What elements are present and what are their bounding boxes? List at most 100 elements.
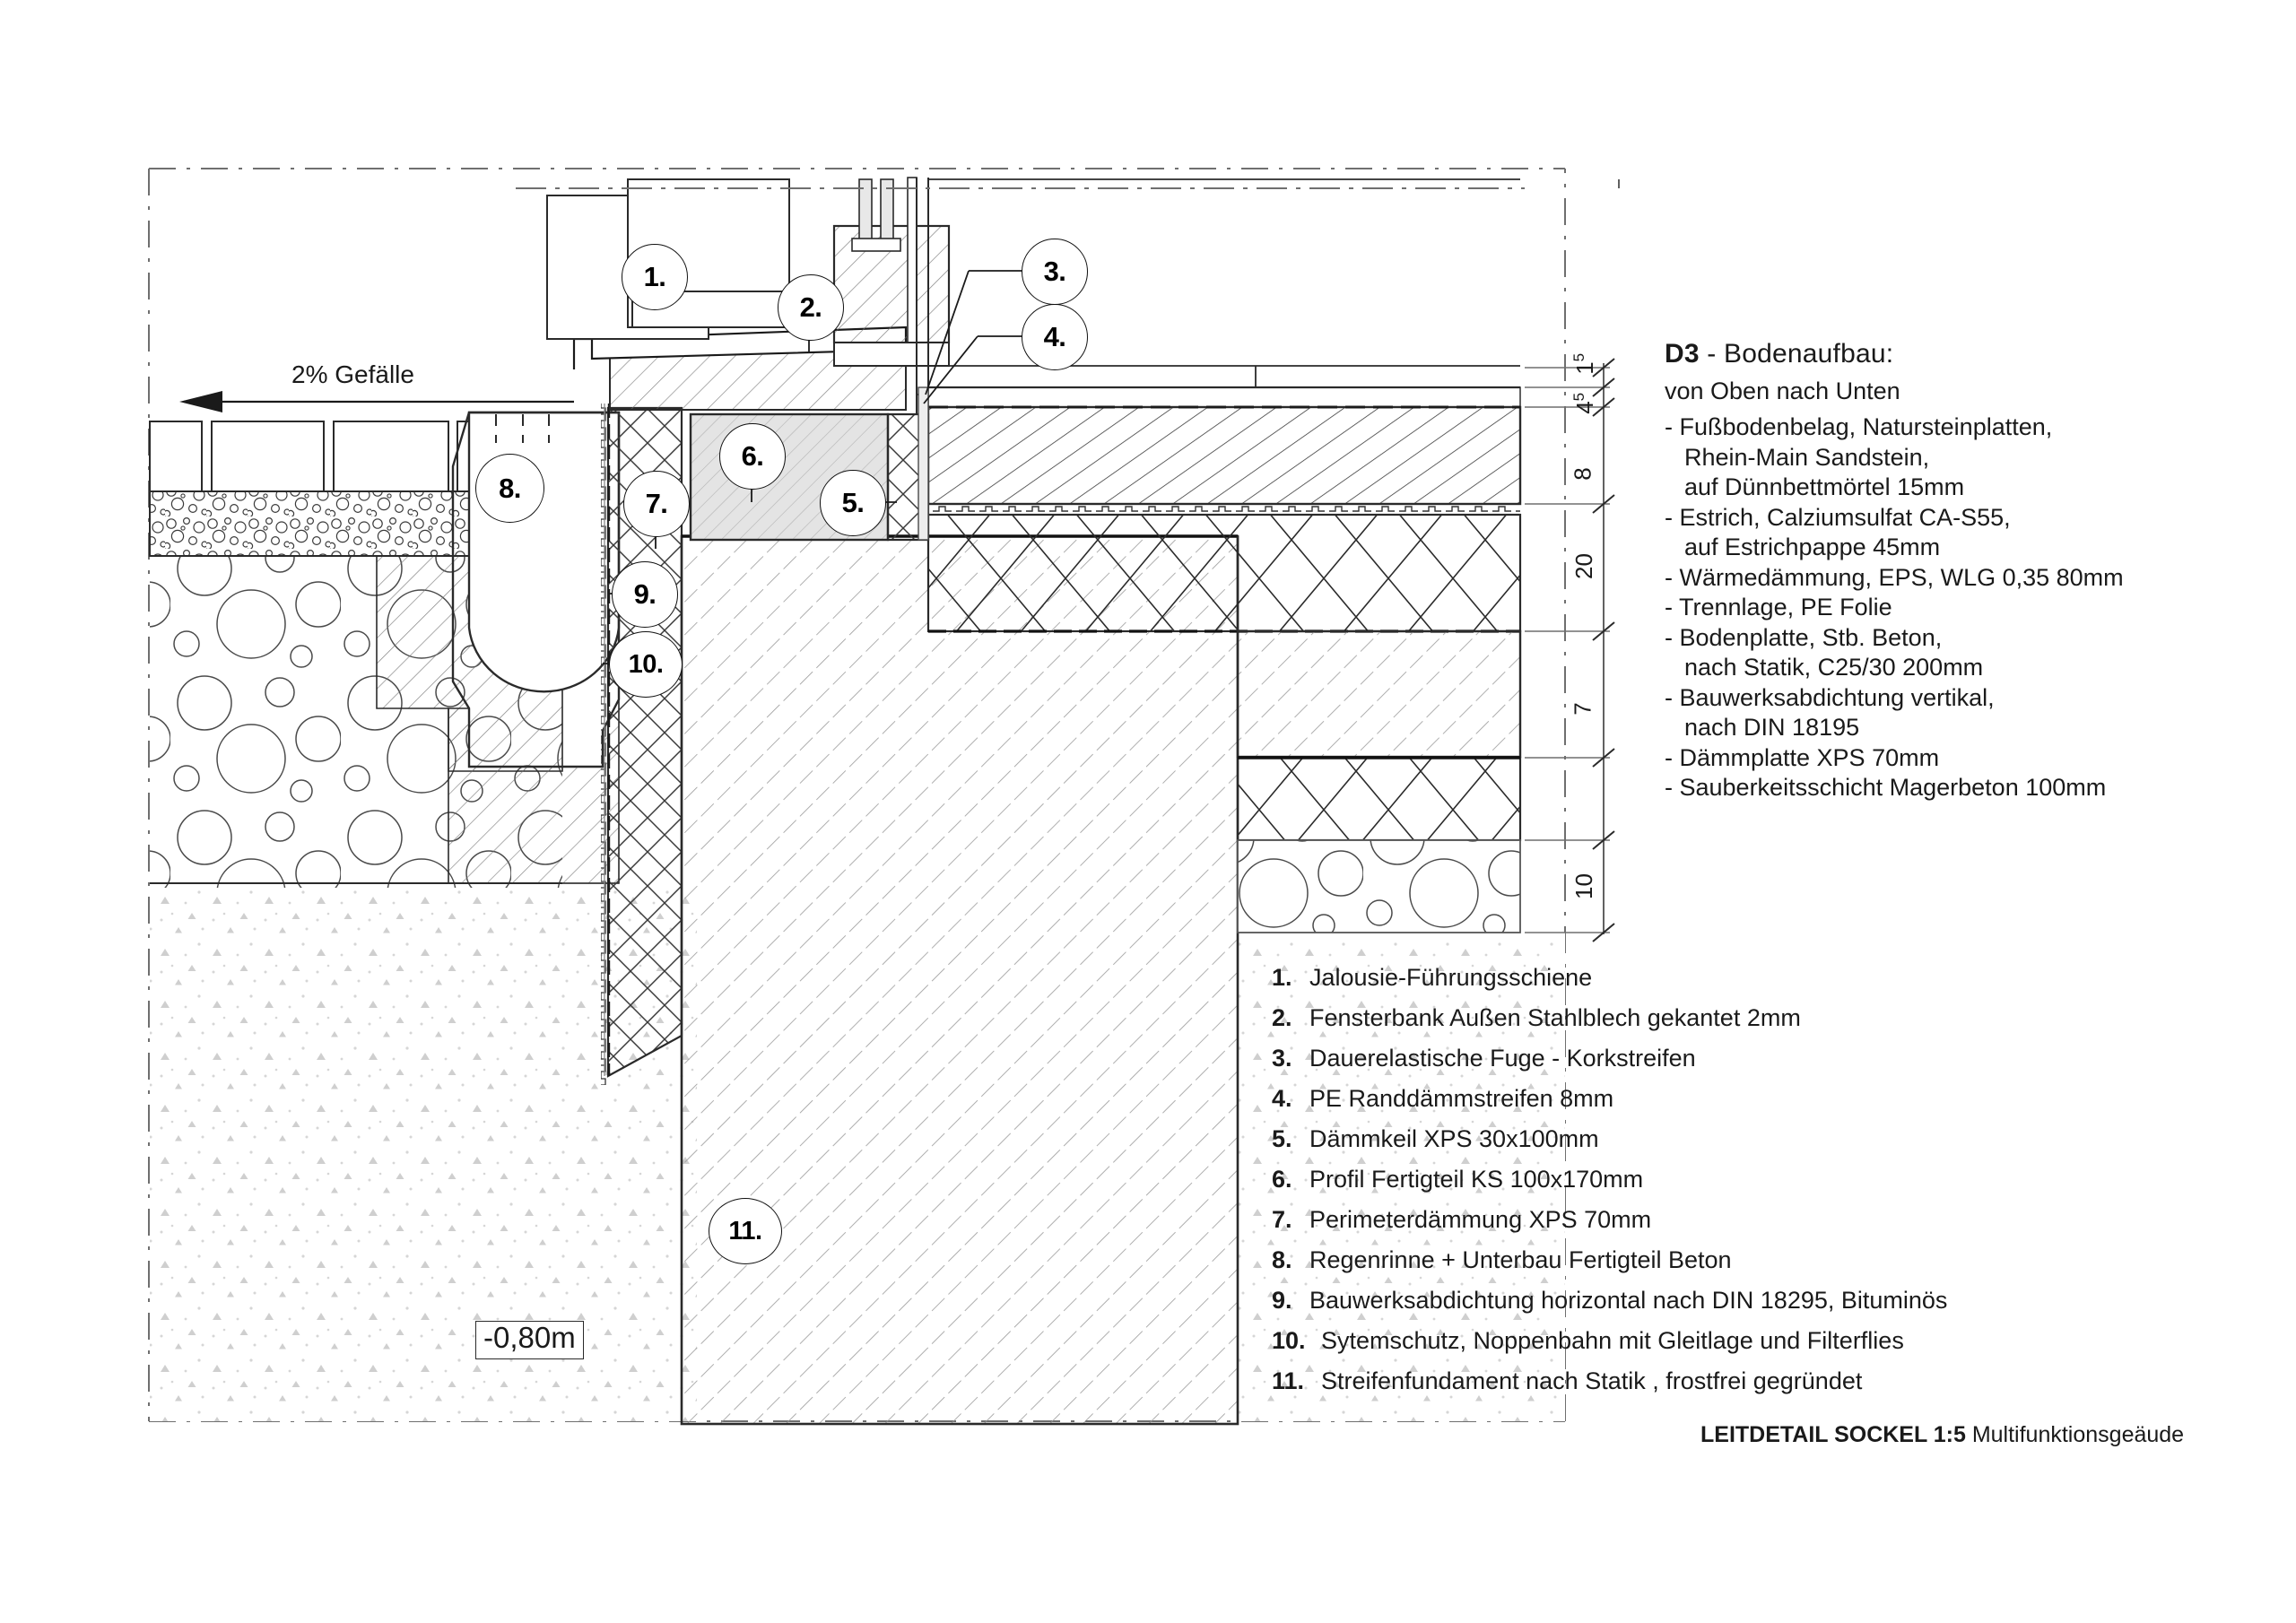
dim-main: 1 [1570,361,1598,375]
legend-number: 1. [1272,964,1292,991]
callout-bubble-2[interactable]: 2. [778,274,844,341]
slope-label: 2% Gefälle [291,360,414,389]
spec-layer: Rhein-Main Sandstein, [1684,443,1930,471]
lean-concrete-layer [1237,839,1521,933]
legend-number: 2. [1272,1004,1292,1031]
callout-bubble-7[interactable]: 7. [623,471,690,537]
pe-edge-strip [918,386,929,541]
legend-item[interactable]: 3. Dauerelastische Fuge - Korkstreifen [1272,1038,1947,1079]
legend-text: Profil Fertigteil KS 100x170mm [1309,1166,1644,1193]
slope-text: 2% Gefälle [291,360,414,388]
callout-bubble-6[interactable]: 6. [719,423,786,490]
callout-bubble-8[interactable]: 8. [475,454,544,523]
dimple-membrane-layer [599,404,611,1085]
callout-label: 3. [1043,256,1066,287]
callout-label: 5. [841,487,865,518]
spec-layer: - Sauberkeitsschicht Magerbeton 100mm [1665,774,2107,801]
spec-layer: auf Dünnbettmörtel 15mm [1684,473,1965,500]
callout-bubble-4[interactable]: 4. [1022,304,1088,370]
legend-item[interactable]: 7. Perimeterdämmung XPS 70mm [1272,1200,1947,1240]
dim-main: 8 [1569,467,1596,481]
dim-main: 7 [1569,702,1596,716]
legend-list: 1. Jalousie-Führungsschiene 2. Fensterba… [1272,958,1947,1402]
dimension-label-3: 8 [1570,467,1597,480]
footer-bold: LEITDETAIL SOCKEL 1:5 [1700,1422,1966,1447]
level-marker-box: -0,80m [475,1321,584,1359]
dim-main: 20 [1570,553,1597,579]
legend-item[interactable]: 1. Jalousie-Führungsschiene [1272,958,1947,998]
spec-title-sep: - [1699,339,1725,369]
slope-arrow [179,391,574,412]
spec-layer-list: - Fußbodenbelag, Natursteinplatten, Rhei… [1665,412,2124,803]
dimension-label-4: 20 [1570,553,1598,579]
legend-number: 9. [1272,1287,1292,1314]
legend-number: 5. [1272,1125,1292,1152]
spec-layer: - Estrich, Calziumsulfat CA-S55, [1665,503,2011,531]
footer-title: LEITDETAIL SOCKEL 1:5 Multifunktionsgeäu… [1700,1422,2184,1448]
floor-concrete-slab-right [1236,536,1522,759]
legend-text: Regenrinne + Unterbau Fertigteil Beton [1309,1246,1732,1273]
spec-layer: - Wärmedämmung, EPS, WLG 0,35 80mm [1665,563,2124,591]
spec-title-text: Bodenaufbau: [1724,339,1894,369]
callout-label: 11. [728,1216,762,1245]
callout-bubble-9[interactable]: 9. [612,561,678,628]
spec-title: D3 - Bodenaufbau: [1665,339,2124,369]
xps-plate-below-slab [1236,756,1522,842]
callout-bubble-5[interactable]: 5. [820,470,886,536]
callout-label: 6. [741,440,764,472]
floor-pe-foil [928,504,1520,516]
spec-layer: nach Statik, C25/30 200mm [1684,654,1984,681]
dimension-label-2: 45 [1570,393,1599,414]
legend-number: 8. [1272,1246,1292,1273]
spec-layer: - Trennlage, PE Folie [1665,594,1892,621]
footer-light: Multifunktionsgeäude [1965,1422,2185,1447]
callout-bubble-10[interactable]: 10. [609,631,683,698]
dimension-chain [1525,358,1615,942]
callout-label: 1. [643,261,666,292]
strip-foundation-concrete [680,534,1239,1426]
callout-bubble-11[interactable]: 11. [709,1198,782,1264]
legend-item[interactable]: 4. PE Randdämmstreifen 8mm [1272,1079,1947,1119]
floor-natural-stone [927,386,1521,408]
legend-text: Perimeterdämmung XPS 70mm [1309,1206,1652,1233]
legend-number: 11. [1272,1367,1305,1394]
legend-number: 6. [1272,1166,1292,1193]
window-frame-glazing [832,177,951,367]
spec-layer: - Dämmplatte XPS 70mm [1665,743,1940,771]
legend-item[interactable]: 6. Profil Fertigteil KS 100x170mm [1272,1159,1947,1200]
spec-block: D3 - Bodenaufbau: von Oben nach Unten - … [1665,339,2124,803]
legend-text: Sytemschutz, Noppenbahn mit Gleitlage un… [1321,1327,1904,1354]
legend-item[interactable]: 10. Sytemschutz, Noppenbahn mit Gleitlag… [1272,1321,1947,1361]
spec-layer: - Bauwerksabdichtung vertikal, [1665,683,1995,711]
dimension-label-5: 7 [1570,702,1597,715]
spec-layer: nach DIN 18195 [1684,714,1860,741]
callout-bubble-3[interactable]: 3. [1022,239,1088,305]
spec-layer: - Bodenplatte, Stb. Beton, [1665,623,1943,651]
legend-item[interactable]: 8. Regenrinne + Unterbau Fertigteil Beto… [1272,1240,1947,1280]
dimension-label-6: 10 [1570,873,1598,899]
legend-number: 7. [1272,1206,1292,1233]
legend-number: 3. [1272,1045,1292,1072]
dim-sup: 5 [1570,392,1588,402]
spec-layer: auf Estrichpappe 45mm [1684,534,1941,560]
dimension-label-1: 15 [1570,353,1599,375]
legend-item[interactable]: 11. Streifenfundament nach Statik , fros… [1272,1361,1947,1402]
legend-item[interactable]: 5. Dämmkeil XPS 30x100mm [1272,1119,1947,1159]
callout-bubble-1[interactable]: 1. [622,244,688,310]
spec-layer: - Fußbodenbelag, Natursteinplatten, [1665,413,2053,440]
dim-main: 4 [1570,401,1598,414]
legend-text: Dauerelastische Fuge - Korkstreifen [1309,1045,1696,1072]
legend-text: Dämmkeil XPS 30x100mm [1309,1125,1599,1152]
legend-text: Jalousie-Führungsschiene [1309,964,1593,991]
floor-screed [926,405,1522,506]
dim-main: 10 [1570,873,1597,899]
legend-item[interactable]: 9. Bauwerksabdichtung horizontal nach DI… [1272,1280,1947,1321]
legend-number: 10. [1272,1327,1306,1354]
spec-subtitle: von Oben nach Unten [1665,378,1900,404]
callout-label: 2. [799,291,822,323]
legend-number: 4. [1272,1085,1292,1112]
dim-sup: 5 [1570,352,1588,362]
legend-item[interactable]: 2. Fensterbank Außen Stahlblech gekantet… [1272,998,1947,1038]
